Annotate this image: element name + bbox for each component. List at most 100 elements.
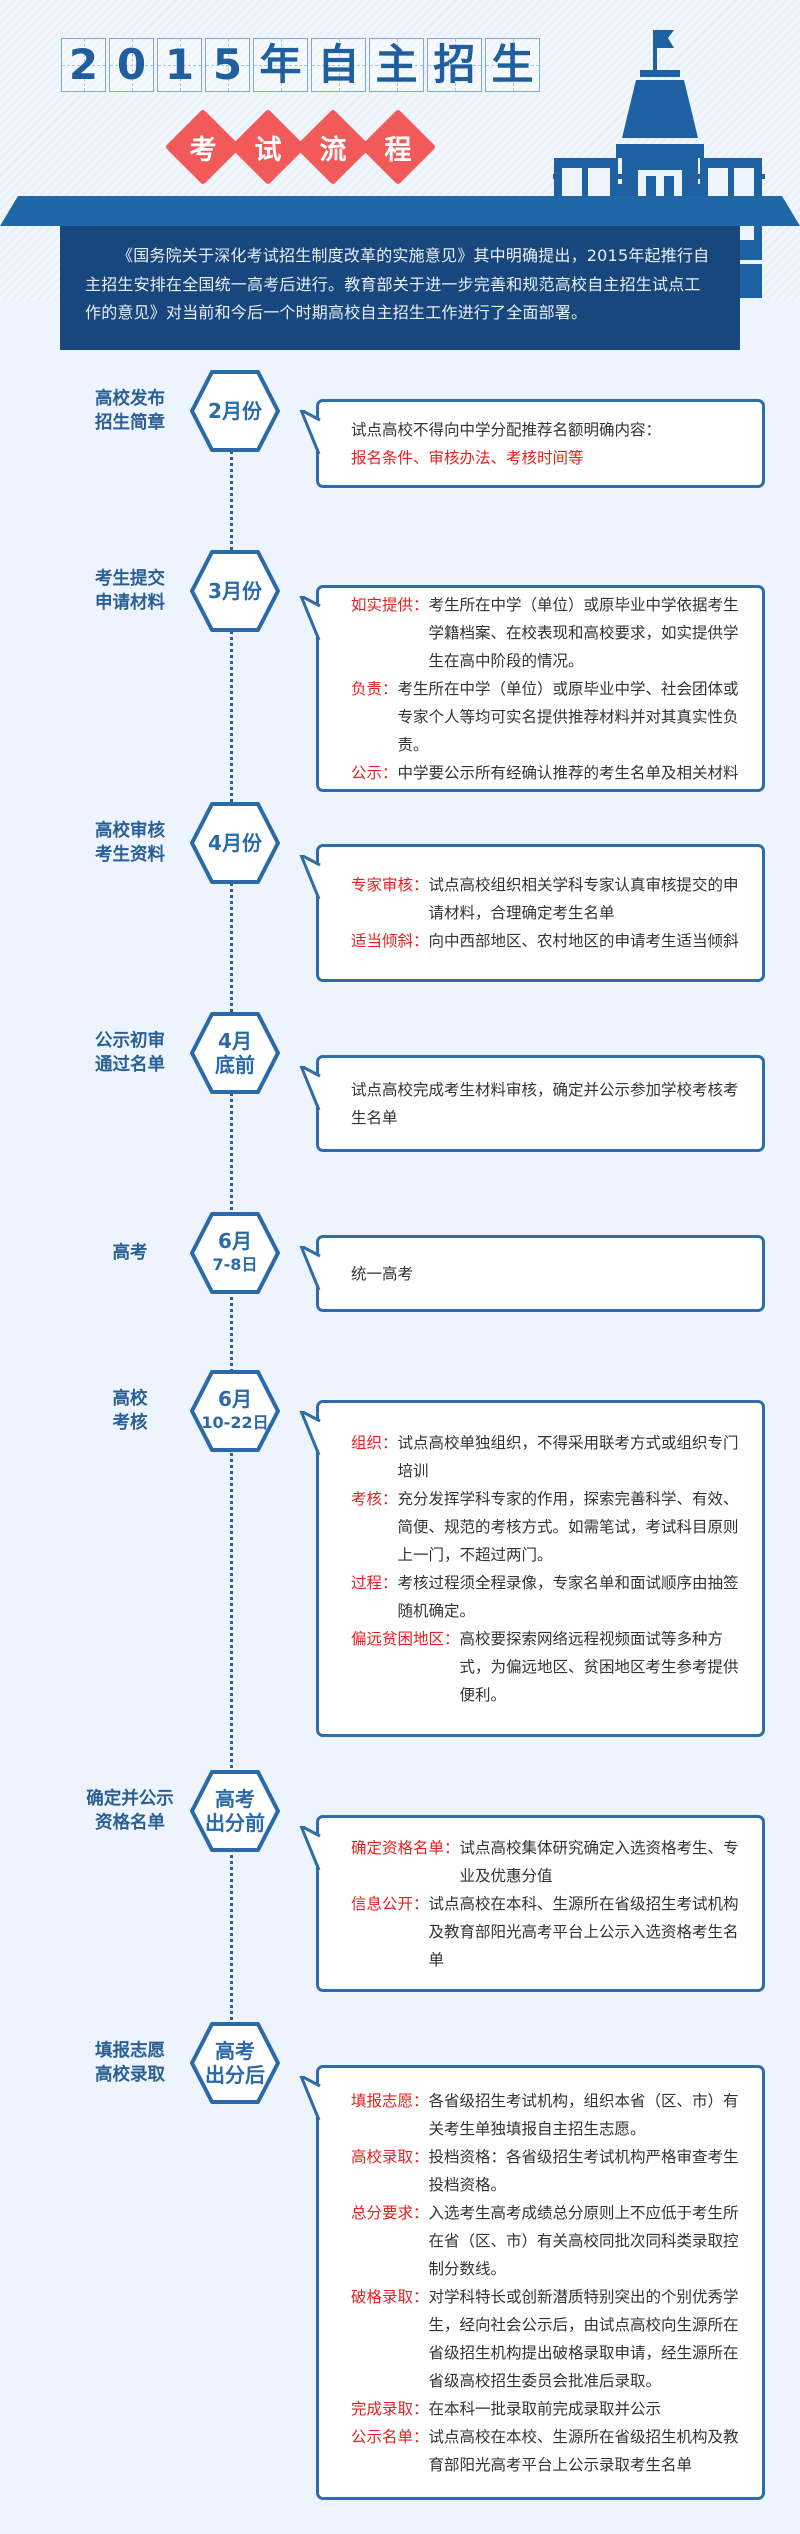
step-detail-box: 如实提供：考生所在中学（单位）或原毕业中学依据考生学籍档案、在校表现和高校要求，… — [299, 585, 765, 792]
speech-tail-icon — [299, 855, 321, 900]
step-detail-box: 专家审核：试点高校组织相关学科专家认真审核提交的申请材料，合理确定考生名单适当倾… — [299, 844, 765, 982]
entry-key: 专家审核： — [351, 876, 429, 894]
detail-entry: 组织：试点高校单独组织，不得采用联考方式或组织专门培训 — [351, 1429, 748, 1485]
step-label-line: 通过名单 — [95, 1055, 165, 1075]
step-time-hexagon: 6月 10-22日 — [189, 1370, 281, 1452]
page-title: 2 0 1 5 年 自 主 招 生 — [61, 38, 540, 92]
step-time-hexagon: 6月 7-8日 — [189, 1212, 281, 1294]
step-time-hexagon: 高考出分前 — [189, 1770, 281, 1852]
detail-entry: 公示：中学要公示所有经确认推荐的考生名单及相关材料 — [351, 759, 748, 787]
title-cell: 2 — [61, 38, 106, 92]
step-time: 3月份 — [189, 550, 281, 632]
step-time-hexagon: 4月份 — [189, 802, 281, 884]
subtitle-diamond: 流 — [294, 108, 372, 186]
step-time-line: 6月 — [218, 1387, 252, 1411]
title-cell: 0 — [109, 38, 154, 92]
step-time-line: 出分前 — [205, 1811, 265, 1835]
step-detail-box: 试点高校不得向中学分配推荐名额明确内容： 报名条件、审核办法、考核时间等 — [299, 399, 765, 488]
detail-entry: 专家审核：试点高校组织相关学科专家认真审核提交的申请材料，合理确定考生名单 — [351, 871, 748, 927]
step-detail-box: 组织：试点高校单独组织，不得采用联考方式或组织专门培训考核：充分发挥学科专家的作… — [299, 1400, 765, 1737]
step-time: 6月 10-22日 — [189, 1370, 281, 1452]
step-label-line: 高考 — [112, 1243, 148, 1263]
step-time-line: 底前 — [215, 1053, 255, 1077]
step-label-line: 招生简章 — [95, 413, 165, 433]
step-time: 4月底前 — [189, 1012, 281, 1094]
step-label-line: 考生资料 — [95, 845, 165, 865]
entry-key: 适当倾斜： — [351, 932, 429, 950]
step-time: 4月份 — [189, 802, 281, 884]
step-time-line: 2月份 — [208, 399, 262, 423]
subtitle-diamond: 试 — [229, 108, 307, 186]
title-cell: 生 — [485, 38, 540, 92]
detail-entry: 确定资格名单：试点高校集体研究确定入选资格考生、专业及优惠分值 — [351, 1834, 748, 1890]
step-label-line: 高校审核 — [95, 821, 165, 841]
detail-entry: 过程：考核过程须全程录像，专家名单和面试顺序由抽签随机确定。 — [351, 1569, 748, 1625]
entry-key: 完成录取： — [351, 2399, 429, 2418]
step-time-line: 6月 — [218, 1229, 252, 1253]
step-label: 考生提交申请材料 — [70, 567, 190, 615]
roof-band — [0, 196, 800, 226]
entry-value: 考核过程须全程录像，专家名单和面试顺序由抽签随机确定。 — [397, 1573, 739, 1620]
step-time: 高考出分后 — [189, 2022, 281, 2104]
step-label-line: 高校录取 — [95, 2065, 165, 2085]
step-detail-box: 统一高考 — [299, 1235, 765, 1312]
intro-text: 《国务院关于深化考试招生制度改革的实施意见》其中明确提出，2015年起推行自主招… — [60, 226, 740, 350]
step-time-line: 4月份 — [208, 831, 262, 855]
entry-key: 偏远贫困地区： — [351, 1629, 460, 1648]
entry-key: 公示名单： — [351, 2427, 429, 2446]
step-time-line: 高考 — [215, 1787, 255, 1811]
detail-entry: 高校录取：投档资格：各省级招生考试机构严格审查考生投档资格。 — [351, 2143, 748, 2199]
step-label-line: 考核 — [112, 1413, 148, 1433]
entry-value: 各省级招生考试机构，组织本省（区、市）有关考生单独填报自主招生志愿。 — [428, 2091, 739, 2138]
step-time-line: 4月 — [218, 1029, 252, 1053]
step-detail-box: 确定资格名单：试点高校集体研究确定入选资格考生、专业及优惠分值信息公开：试点高校… — [299, 1815, 765, 1992]
step-detail-text: 试点高校完成考生材料审核，确定并公示参加学校考核考生名单 — [351, 1080, 739, 1127]
entry-key: 公示： — [351, 763, 398, 782]
step-time-hexagon: 3月份 — [189, 550, 281, 632]
entry-value: 入选考生高考成绩总分原则上不应低于考生所在省（区、市）有关高校同批次同科类录取控… — [428, 2203, 739, 2278]
title-cell: 1 — [157, 38, 202, 92]
entry-value: 投档资格：各省级招生考试机构严格审查考生投档资格。 — [428, 2147, 739, 2194]
entry-value: 试点高校单独组织，不得采用联考方式或组织专门培训 — [397, 1433, 739, 1480]
detail-entry: 考核：充分发挥学科专家的作用，探索完善科学、有效、简便、规范的考核方式。如需笔试… — [351, 1485, 748, 1569]
step-time: 高考出分前 — [189, 1770, 281, 1852]
step-label: 高考 — [70, 1241, 190, 1265]
detail-entry: 破格录取：对学科特长或创新潜质特别突出的个别优秀学生，经向社会公示后，由试点高校… — [351, 2283, 748, 2395]
step-time-hexagon: 高考出分后 — [189, 2022, 281, 2104]
step-detail-highlight: 报名条件、审核办法、考核时间等 — [351, 448, 584, 467]
entry-value: 对学科特长或创新潜质特别突出的个别优秀学生，经向社会公示后，由试点高校向生源所在… — [428, 2287, 739, 2390]
entry-value: 试点高校在本校、生源所在省级招生机构及教育部阳光高考平台上公示录取考生名单 — [428, 2427, 739, 2474]
entry-key: 过程： — [351, 1573, 398, 1592]
detail-entry: 适当倾斜：向中西部地区、农村地区的申请考生适当倾斜 — [351, 927, 748, 955]
step-label-line: 填报志愿 — [95, 2041, 165, 2061]
step-label: 高校考核 — [70, 1387, 190, 1435]
speech-tail-icon — [299, 1246, 321, 1291]
step-label: 高校审核考生资料 — [70, 819, 190, 867]
speech-tail-icon — [299, 596, 321, 641]
entry-key: 填报志愿： — [351, 2091, 429, 2110]
entry-value: 考生所在中学（单位）或原毕业中学依据考生学籍档案、在校表现和高校要求，如实提供学… — [428, 595, 739, 670]
speech-tail-icon — [299, 1411, 321, 1456]
step-label-line: 申请材料 — [95, 593, 165, 613]
step-label: 确定并公示资格名单 — [70, 1787, 190, 1835]
entry-key: 高校录取： — [351, 2147, 429, 2166]
step-time-hexagon: 2月份 — [189, 370, 281, 452]
step-label-line: 公示初审 — [95, 1031, 165, 1051]
entry-value: 高校要探索网络远程视频面试等多种方式，为偏远地区、贫困地区考生参考提供便利。 — [459, 1629, 739, 1704]
speech-tail-icon — [299, 410, 321, 455]
entry-key: 破格录取： — [351, 2287, 429, 2306]
entry-key: 如实提供： — [351, 595, 429, 614]
entry-key: 确定资格名单： — [351, 1838, 460, 1857]
step-detail-text: 试点高校不得向中学分配推荐名额明确内容： — [351, 420, 662, 439]
step-time-line: 7-8日 — [212, 1255, 258, 1274]
title-cell: 招 — [427, 38, 482, 92]
entry-value: 充分发挥学科专家的作用，探索完善科学、有效、简便、规范的考核方式。如需笔试，考试… — [397, 1489, 739, 1564]
step-time-line: 10-22日 — [201, 1413, 269, 1432]
entry-value: 中学要公示所有经确认推荐的考生名单及相关材料 — [397, 763, 739, 782]
entry-key: 总分要求： — [351, 2203, 429, 2222]
step-label: 公示初审通过名单 — [70, 1029, 190, 1077]
step-time: 6月 7-8日 — [189, 1212, 281, 1294]
speech-tail-icon — [299, 1826, 321, 1871]
speech-tail-icon — [299, 2076, 321, 2121]
step-label: 填报志愿高校录取 — [70, 2039, 190, 2087]
